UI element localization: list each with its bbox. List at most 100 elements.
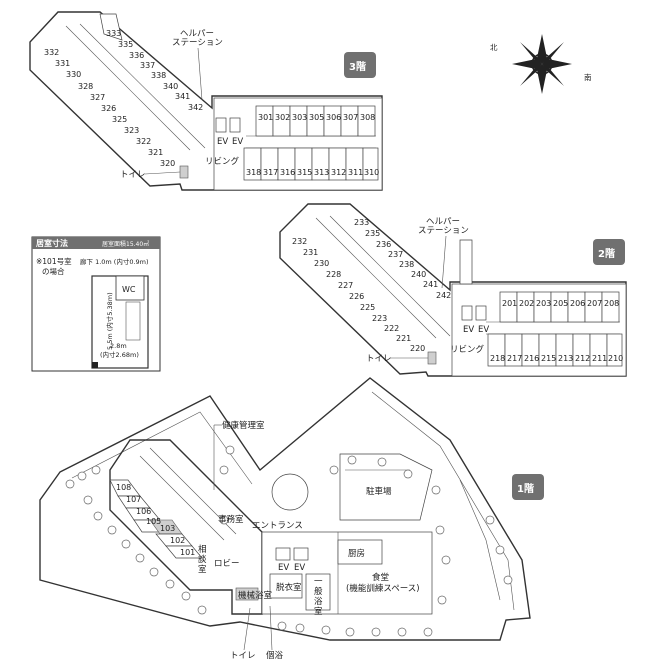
f3-room-321: 321 xyxy=(148,148,163,157)
f3-wing-rooms-a xyxy=(99,13,123,41)
f1-consult-1: 相 xyxy=(198,544,207,555)
f1-rooms xyxy=(109,479,203,559)
room-wc-label: WC xyxy=(122,285,136,294)
f3-room-328: 328 xyxy=(78,82,93,91)
floor-2-badge: 2階 xyxy=(593,239,625,265)
f2-room-242: 242 xyxy=(436,291,451,300)
f2-room-201: 201 xyxy=(502,299,517,308)
f2-room-205: 205 xyxy=(553,299,568,308)
f3-room-336: 336 xyxy=(129,51,144,60)
f2-room-233: 233 xyxy=(354,218,369,227)
floor-3-plan: ヘルパー ステーション EV EV リビング トイレ 333 335 336 3… xyxy=(29,11,383,191)
f3-room-311: 311 xyxy=(348,168,363,177)
f1-ev-label-1: EV xyxy=(278,563,289,573)
f2-room-235: 235 xyxy=(365,229,380,238)
f1-room-102: 102 xyxy=(170,536,185,545)
floor-1-badge: 1階 xyxy=(512,474,544,500)
f1-health-room-label: 健康管理室 xyxy=(222,420,265,431)
f3-east-bottom-rooms xyxy=(243,147,379,181)
f1-room-107: 107 xyxy=(126,495,141,504)
f3-room-308: 308 xyxy=(360,113,375,122)
room-note-l1: ※101号室 xyxy=(36,256,72,266)
room-size-inset: 居室寸法 居室面積15.40㎡ ※101号室 の場合 廊下 1.0m (内寸0.… xyxy=(31,236,161,372)
floor-2-plan: ヘルパー ステーション EV EV リビング トイレ 233 235 236 2… xyxy=(279,203,627,377)
f1-dining-label: 食堂 xyxy=(372,572,389,583)
f3-room-322: 322 xyxy=(136,137,151,146)
f2-room-221: 221 xyxy=(396,334,411,343)
f1-consult-2: 談 xyxy=(198,554,207,565)
f2-room-211: 211 xyxy=(592,354,607,363)
f1-general-bath-2: 般 xyxy=(314,586,323,597)
f1-entrance-label: エントランス xyxy=(252,521,303,531)
f1-dining-sub-label: (機能訓練スペース) xyxy=(346,583,420,594)
f2-room-203: 203 xyxy=(536,299,551,308)
f3-helper-station-l1: ヘルパー xyxy=(180,29,214,39)
room-size-title: 居室寸法 xyxy=(36,238,68,248)
f2-room-215: 215 xyxy=(541,354,556,363)
f2-room-236: 236 xyxy=(376,240,391,249)
f3-room-316: 316 xyxy=(280,168,295,177)
f3-room-326: 326 xyxy=(101,104,116,113)
compass-south: 南 xyxy=(584,72,592,82)
f3-room-340: 340 xyxy=(163,82,178,91)
f3-room-317: 317 xyxy=(263,168,278,177)
f3-room-301: 301 xyxy=(258,113,273,122)
f1-room-103: 103 xyxy=(160,524,175,533)
f3-helper-station-l2: ステーション xyxy=(172,38,223,48)
f2-room-226: 226 xyxy=(349,292,364,301)
svg-text:3階: 3階 xyxy=(349,60,366,73)
f2-room-232: 232 xyxy=(292,237,307,246)
f1-general-bath-4: 室 xyxy=(314,606,323,617)
f2-room-212: 212 xyxy=(575,354,590,363)
f2-ev-right xyxy=(475,305,487,321)
f2-room-228: 228 xyxy=(326,270,341,279)
f3-room-333: 333 xyxy=(106,29,121,38)
f3-room-337: 337 xyxy=(140,61,155,70)
f2-helper-station-l2: ステーション xyxy=(418,226,469,236)
f1-dressing-label: 脱衣室 xyxy=(276,582,302,593)
f1-ev-label-2: EV xyxy=(294,563,305,573)
f2-room-240: 240 xyxy=(411,270,426,279)
f1-machine-bath-label: 機械浴室 xyxy=(238,590,273,601)
f3-room-320: 320 xyxy=(160,159,175,168)
f2-ev-label-2: EV xyxy=(478,325,489,335)
f2-room-237: 237 xyxy=(388,250,403,259)
f3-room-302: 302 xyxy=(275,113,290,122)
f2-room-217: 217 xyxy=(507,354,522,363)
f3-room-313: 313 xyxy=(314,168,329,177)
f2-room-225: 225 xyxy=(360,303,375,312)
f1-room-101: 101 xyxy=(180,548,195,557)
f1-toilet-label: トイレ xyxy=(230,651,256,661)
f3-room-331: 331 xyxy=(55,59,70,68)
f3-room-335: 335 xyxy=(118,40,133,49)
f3-room-338: 338 xyxy=(151,71,166,80)
f2-room-222: 222 xyxy=(384,324,399,333)
f3-east-top-rooms xyxy=(255,105,376,137)
f1-lobby-label: ロビー xyxy=(214,559,240,569)
site-trees xyxy=(65,445,513,637)
f3-room-318: 318 xyxy=(246,168,261,177)
f3-room-310: 310 xyxy=(364,168,379,177)
room-width-label: 2.8m xyxy=(110,342,127,350)
f3-room-342: 342 xyxy=(188,103,203,112)
f3-room-332: 332 xyxy=(44,48,59,57)
floor-3-badge: 3階 xyxy=(344,52,376,78)
svg-text:2階: 2階 xyxy=(598,247,615,260)
f3-ev-label-1: EV xyxy=(217,137,228,147)
f3-room-306: 306 xyxy=(326,113,341,122)
f1-room-108: 108 xyxy=(116,483,131,492)
f3-room-307: 307 xyxy=(343,113,358,122)
f2-room-210: 210 xyxy=(608,354,623,363)
f1-parking-label: 駐車場 xyxy=(366,486,392,497)
room-length-label: 5.5m (内寸5.38m) xyxy=(105,292,114,350)
f1-general-bath-1: 一 xyxy=(314,577,323,587)
f2-room-206: 206 xyxy=(570,299,585,308)
f2-east-top-rooms xyxy=(499,291,620,323)
f2-room-220: 220 xyxy=(410,344,425,353)
svg-text:1階: 1階 xyxy=(517,482,534,495)
f1-kitchen-label: 厨房 xyxy=(348,548,365,559)
f3-ev-right xyxy=(229,117,241,133)
f3-toilet-label: トイレ xyxy=(120,170,146,180)
f3-ev-label-2: EV xyxy=(232,137,243,147)
f1-room-106: 106 xyxy=(136,507,151,516)
